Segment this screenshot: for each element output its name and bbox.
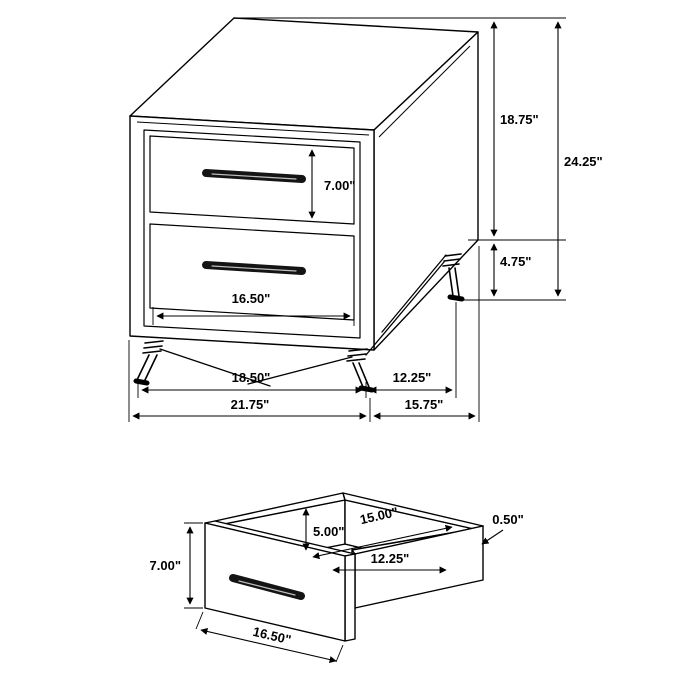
- dim-line-front-width: [200, 627, 337, 664]
- ext-front-width-left: [195, 611, 204, 630]
- top-drawer-front: [149, 135, 355, 225]
- drawer-handle-highlight: [238, 580, 296, 596]
- back-right-leg: [442, 253, 465, 302]
- dim-label-side-leg-span: 12.25": [393, 370, 432, 385]
- face-frame: [143, 129, 361, 339]
- dim-label-overall-width: 21.75": [231, 397, 270, 412]
- nightstand-front-panel: [129, 115, 375, 351]
- dim-label-leg-height: 4.75": [500, 254, 531, 269]
- top-drawer-handle-highlight: [211, 173, 297, 180]
- back-right-foot: [447, 294, 465, 302]
- top-edge-detail: [136, 121, 370, 136]
- bottom-drawer-handle-highlight: [211, 265, 297, 272]
- dim-label-drawer-front-width: 16.50": [232, 291, 271, 306]
- dim-label-interior-depth: 12.25": [371, 551, 410, 566]
- drawer-front-side-edge: [344, 553, 356, 642]
- nightstand-dimensions: 7.00" 18.75" 24.25" 4.75" 16.50" 18.50" …: [128, 17, 603, 422]
- dim-label-side-thickness: 0.50": [492, 512, 523, 527]
- leg-braces: [159, 254, 447, 387]
- dim-label-front-leg-span: 18.50": [232, 370, 271, 385]
- leader-side-thickness: [481, 529, 504, 545]
- dim-label-interior-height: 5.00": [313, 524, 344, 539]
- dim-label-cabinet-height: 18.75": [500, 112, 539, 127]
- dim-label-front-height: 7.00": [150, 558, 181, 573]
- drawer-front-panel: [204, 522, 346, 642]
- dim-label-drawer-front-height: 7.00": [324, 178, 355, 193]
- dim-line-interior-width: [312, 524, 453, 560]
- dim-label-overall-height: 24.25": [564, 154, 603, 169]
- ext-front-width-right: [335, 644, 344, 663]
- side-edge-detail: [378, 45, 471, 138]
- drawer-handle: [229, 574, 305, 600]
- dim-label-overall-depth: 15.75": [405, 397, 444, 412]
